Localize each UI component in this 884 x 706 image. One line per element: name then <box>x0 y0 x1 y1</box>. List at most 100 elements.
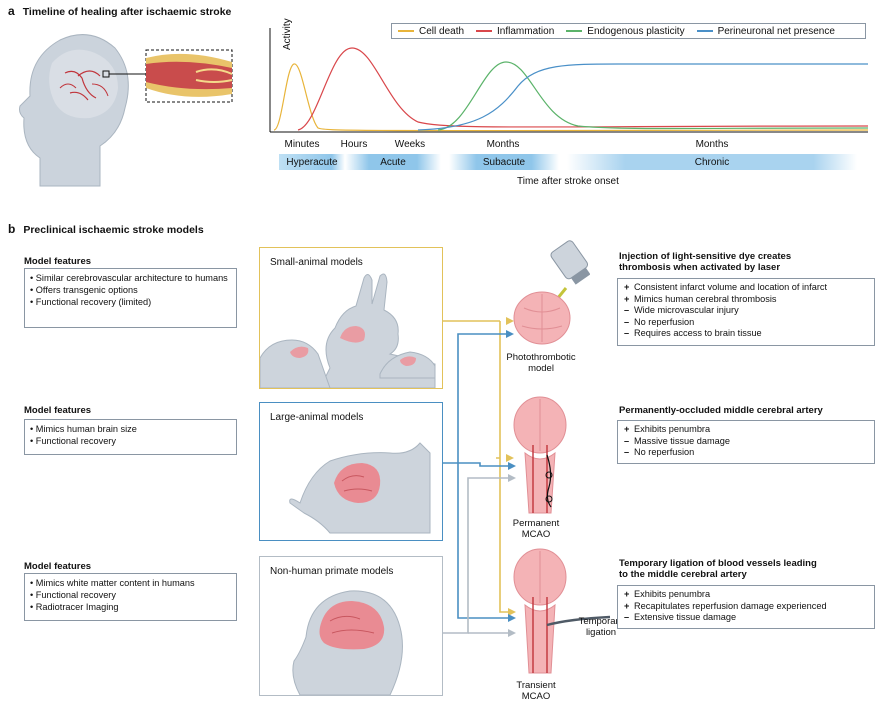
legend-swatch-perineuronal <box>696 30 713 32</box>
point-line: –Wide microvascular injury <box>624 305 868 317</box>
panel-b-title-text: Preclinical ischaemic stroke models <box>23 224 204 236</box>
photothrombotic-title: Injection of light-sensitive dye creates… <box>619 251 791 273</box>
feature-text: Mimics human brain size <box>35 424 137 434</box>
point-line: –Massive tissue damage <box>624 436 868 448</box>
feature-item: • Radiotracer Imaging <box>30 601 231 613</box>
perineuronal-net-curve <box>417 63 868 131</box>
feature-item: • Mimics human brain size <box>30 423 231 435</box>
bullet: • <box>30 602 36 612</box>
feature-item: • Offers transgenic options <box>30 284 231 296</box>
tick-weeks: Weeks <box>394 139 426 150</box>
head-illustration <box>19 34 233 187</box>
legend-swatch-plasticity <box>566 30 583 32</box>
point-line: –No reperfusion <box>624 447 868 459</box>
point-symbol: – <box>624 305 630 315</box>
large-animal-title: Large-animal models <box>270 412 364 423</box>
large-animal-box: Large-animal models <box>259 402 443 541</box>
title-line: Injection of light-sensitive dye creates <box>619 251 792 262</box>
feature-item: • Similar cerebrovascular architecture t… <box>30 272 231 284</box>
point-text: No reperfusion <box>634 316 695 327</box>
point-line: + Recapitulates reperfusion damage experi… <box>624 601 868 613</box>
point-line: + Exhibits penumbra <box>624 424 868 436</box>
feature-text: Functional recovery (limited) <box>35 297 152 307</box>
rabbit-rat-illustration <box>260 273 436 388</box>
caption-line: ligation <box>585 627 617 638</box>
bullet: • <box>30 297 36 307</box>
permanent-mcao-pros-cons: + Exhibits penumbra –Massive tissue damag… <box>617 420 875 464</box>
point-symbol: + <box>624 589 630 599</box>
transient-mcao-brain-illustration <box>513 548 611 674</box>
phase-subacute: Subacute <box>449 154 559 170</box>
tick-months-1: Months <box>486 139 520 150</box>
small-animal-title: Small-animal models <box>270 257 363 268</box>
primate-illustration <box>292 590 403 695</box>
point-line: –No reperfusion <box>624 317 868 329</box>
point-symbol: + <box>624 293 630 304</box>
point-symbol: – <box>624 447 630 457</box>
feature-text: Mimics white matter content in humans <box>35 578 195 588</box>
inflammation-curve <box>297 47 869 131</box>
caption-line: Permanent <box>512 518 560 529</box>
feature-item: • Functional recovery <box>30 589 231 601</box>
photothrombotic-brain-illustration <box>513 240 590 345</box>
bullet: • <box>30 578 36 588</box>
features-heading-small: Model features <box>24 256 92 267</box>
point-symbol: + <box>624 424 630 434</box>
point-line: + Mimics human cerebral thrombosis <box>624 294 868 306</box>
tick-months-2: Months <box>695 139 729 150</box>
small-animal-box: Small-animal models <box>259 247 443 389</box>
feature-text: Functional recovery <box>35 590 116 600</box>
point-text: Massive tissue damage <box>634 435 731 446</box>
point-text: Mimics human cerebral thrombosis <box>634 293 777 304</box>
features-box-primate: • Mimics white matter content in humans … <box>24 573 237 621</box>
legend-inflammation: Inflammation <box>476 26 554 37</box>
photothrombotic-caption: Photothrombotic model <box>496 352 586 374</box>
caption-line: MCAO <box>521 529 551 540</box>
legend-swatch-cell-death <box>398 30 414 32</box>
title-line: Temporary ligation of blood vessels lead… <box>619 558 817 569</box>
legend-label: Inflammation <box>497 25 555 37</box>
feature-text: Offers transgenic options <box>35 285 138 295</box>
features-heading-large: Model features <box>24 405 92 416</box>
legend-label: Cell death <box>419 25 465 37</box>
transient-mcao-caption: Transient MCAO <box>496 680 576 702</box>
point-symbol: – <box>624 316 630 327</box>
point-line: –Requires access to brain tissue <box>624 328 868 340</box>
panel-b-letter: b <box>8 222 16 236</box>
tick-hours: Hours <box>340 139 368 150</box>
connector-arrows <box>443 317 516 637</box>
bullet: • <box>30 273 36 283</box>
feature-item: • Functional recovery (limited) <box>30 296 231 308</box>
transient-mcao-pros-cons: +Exhibits penumbra +Recapitulates reperf… <box>617 585 875 629</box>
point-symbol: – <box>624 328 630 338</box>
permanent-mcao-caption: Permanent MCAO <box>496 518 576 540</box>
caption-line: MCAO <box>521 691 551 702</box>
feature-item: • Functional recovery <box>30 435 231 447</box>
point-text: Wide microvascular injury <box>634 305 739 315</box>
point-symbol: + <box>624 600 630 611</box>
point-symbol: + <box>624 282 630 292</box>
timeline-chart <box>269 28 869 133</box>
pig-illustration <box>289 442 431 534</box>
features-box-small: • Similar cerebrovascular architecture t… <box>24 268 237 328</box>
bullet: • <box>30 590 36 600</box>
title-line: thrombosis when activated by laser <box>619 262 781 273</box>
x-axis-label: Time after stroke onset <box>517 176 619 187</box>
legend-swatch-inflammation <box>476 30 493 32</box>
phase-acute: Acute <box>345 154 441 170</box>
transient-mcao-title: Temporary ligation of blood vessels lead… <box>619 558 817 580</box>
panel-a-title-text: Timeline of healing after ischaemic stro… <box>22 6 232 18</box>
primate-box: Non-human primate models <box>259 556 443 696</box>
title-line: to the middle cerebral artery <box>619 569 747 580</box>
features-heading-primate: Model features <box>24 561 92 572</box>
title-line: Permanently-occluded middle cerebral art… <box>619 405 823 416</box>
caption-line: model <box>528 363 554 374</box>
feature-text: Similar cerebrovascular architecture to … <box>35 273 228 283</box>
caption-line: Temporary <box>578 616 624 627</box>
legend-label: Endogenous plasticity <box>587 25 685 37</box>
point-text: Recapitulates reperfusion damage experie… <box>634 600 827 611</box>
point-text: Exhibits penumbra <box>634 424 711 434</box>
permanent-mcao-title: Permanently-occluded middle cerebral art… <box>619 405 823 416</box>
feature-item: • Mimics white matter content in humans <box>30 577 231 589</box>
